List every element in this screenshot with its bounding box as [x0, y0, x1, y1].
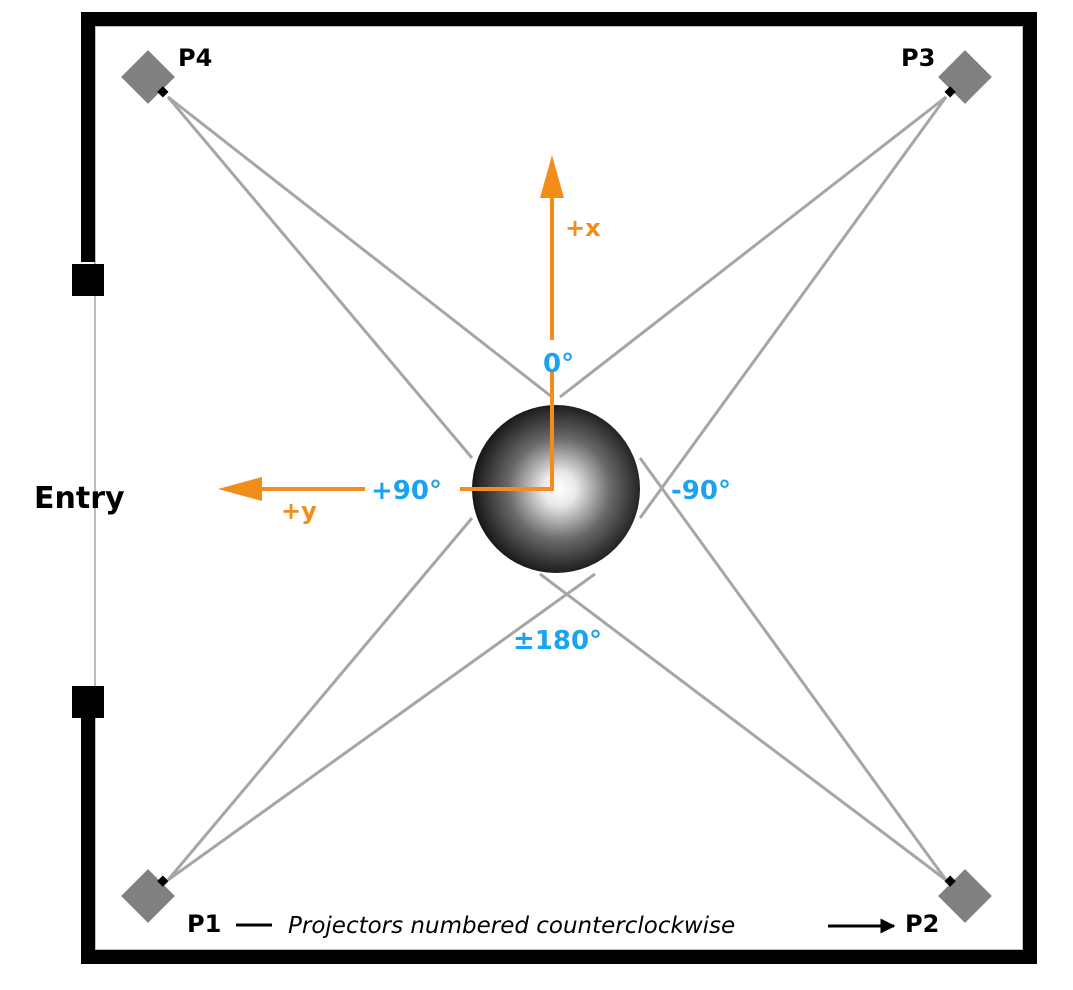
beam-p4-b: [166, 96, 474, 459]
caption-text: Projectors numbered counterclockwise: [288, 913, 735, 939]
beam-p3-a: [559, 95, 947, 399]
coordinate-axes: [218, 155, 564, 501]
beam-p2-a: [539, 572, 947, 882]
projection-beams: [166, 95, 948, 882]
door-post-bottom: [72, 686, 104, 718]
beam-p2-b: [638, 457, 948, 881]
beam-p4-a: [167, 95, 553, 399]
beam-p1-a: [166, 517, 474, 881]
x-axis-label: +x: [565, 214, 601, 242]
angle-label-left: +90°: [371, 476, 442, 506]
x-axis-arrowhead-icon: [540, 155, 564, 198]
angle-label-front: 0°: [543, 349, 574, 379]
y-axis-arrowhead-icon: [218, 477, 262, 501]
beam-p3-b: [638, 96, 948, 519]
projector-label-p2: P2: [905, 910, 939, 938]
beam-p1-b: [167, 572, 596, 882]
projector-label-p3: P3: [901, 44, 935, 72]
angle-label-back: ±180°: [513, 626, 602, 656]
projector-label-p4: P4: [178, 44, 212, 72]
room-wall: [81, 12, 1037, 964]
door-post-top: [72, 264, 104, 296]
y-axis-label: +y: [281, 497, 317, 525]
central-sphere: [472, 405, 640, 573]
projector-label-p1: P1: [187, 910, 221, 938]
angle-label-right: -90°: [671, 476, 731, 506]
entry-label: Entry: [34, 481, 125, 516]
y-axis-line: [256, 370, 554, 491]
